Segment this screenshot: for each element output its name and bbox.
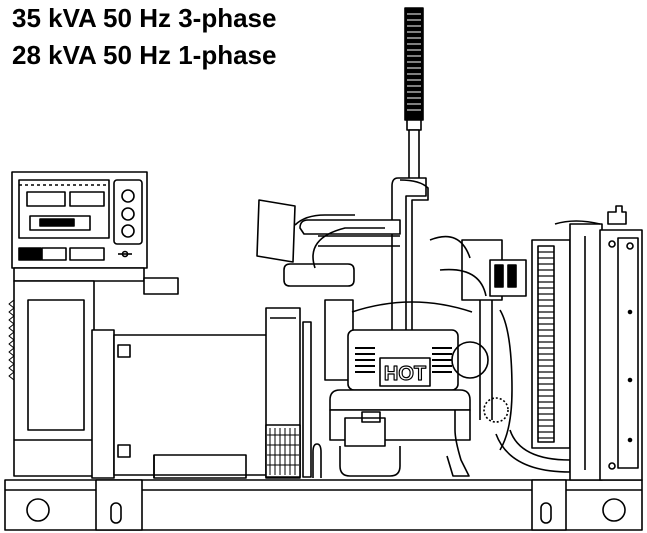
lift-slot-right	[540, 502, 552, 524]
radiator	[531, 205, 643, 481]
spec-line-1-phase: 28 kVA 50 Hz 1-phase	[12, 40, 277, 70]
radiator-cap	[607, 205, 627, 225]
hot-warning-label: HOT	[379, 357, 431, 387]
control-knob-1	[121, 189, 135, 203]
alternator	[91, 307, 322, 479]
engine	[283, 219, 571, 477]
mounting-hole-left	[26, 498, 50, 522]
spec-block: 35 kVA 50 Hz 3-phase 28 kVA 50 Hz 1-phas…	[12, 0, 276, 74]
air-cleaner	[256, 199, 355, 263]
exhaust	[391, 7, 429, 350]
control-knob-2	[121, 207, 135, 221]
control-knob-3	[121, 224, 135, 238]
spec-line-3-phase: 35 kVA 50 Hz 3-phase	[12, 3, 277, 33]
mounting-hole-right	[602, 498, 626, 522]
lift-slot-left	[110, 502, 122, 524]
hot-label-text: HOT	[384, 363, 426, 385]
base-skid	[4, 479, 643, 531]
controller	[8, 171, 179, 477]
